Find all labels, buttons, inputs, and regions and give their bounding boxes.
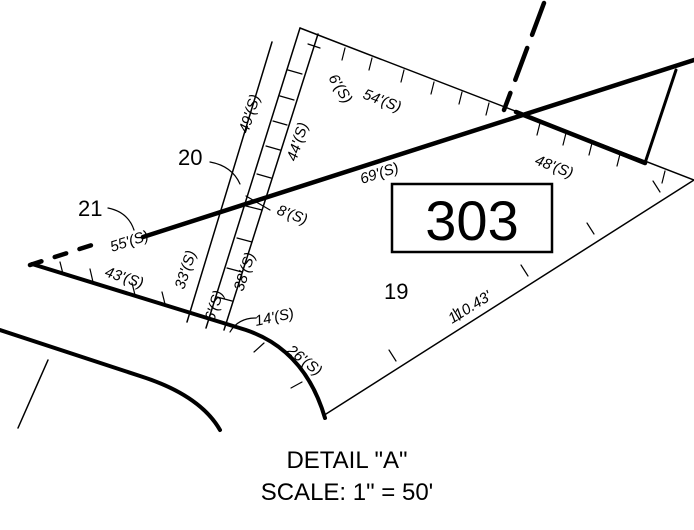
road-edge <box>30 262 327 420</box>
lot-20-label: 20 <box>178 145 202 170</box>
dim-110-43: 110.43' <box>445 287 495 327</box>
parcel-number: 303 <box>425 189 518 252</box>
dim-14s: 14'(S) <box>253 305 295 330</box>
west-boundary-line <box>205 27 301 329</box>
road-edge-lower <box>0 328 222 432</box>
inner-west-line <box>223 33 319 331</box>
leader-20 <box>209 161 241 185</box>
dashed-road-extension <box>27 242 95 268</box>
setback-line <box>186 41 273 323</box>
detail-title: DETAIL "A" <box>286 447 408 474</box>
dim-48s: 48'(S) <box>533 152 576 182</box>
leader-21 <box>107 207 135 231</box>
dim-49s: 49'(S) <box>236 92 264 135</box>
dim-6s-top: 6'(S) <box>325 71 356 106</box>
dim-55s: 55'(S) <box>108 227 151 255</box>
southeast-boundary-line <box>325 179 694 415</box>
lot-21-label: 21 <box>78 196 102 221</box>
dim-33s: 33'(S) <box>172 248 200 291</box>
road-centerline <box>140 57 694 240</box>
dim-8s: 8'(S) <box>275 202 310 229</box>
dim-38s: 38'(S) <box>231 250 259 293</box>
dim-6s-bottom: 6'(S) <box>202 288 228 323</box>
lot-19-label: 19 <box>384 279 408 304</box>
dim-54s: 54'(S) <box>361 86 404 116</box>
tick-marks <box>59 43 666 389</box>
dashed-projection-line <box>501 0 547 113</box>
leader-14s <box>229 317 257 333</box>
property-line-north <box>643 68 678 165</box>
parcel-number-box <box>390 182 554 254</box>
road-tick-line <box>17 359 49 429</box>
property-line-east <box>513 109 648 166</box>
leader-8s <box>245 195 271 211</box>
detail-scale: SCALE: 1" = 50' <box>260 479 434 506</box>
